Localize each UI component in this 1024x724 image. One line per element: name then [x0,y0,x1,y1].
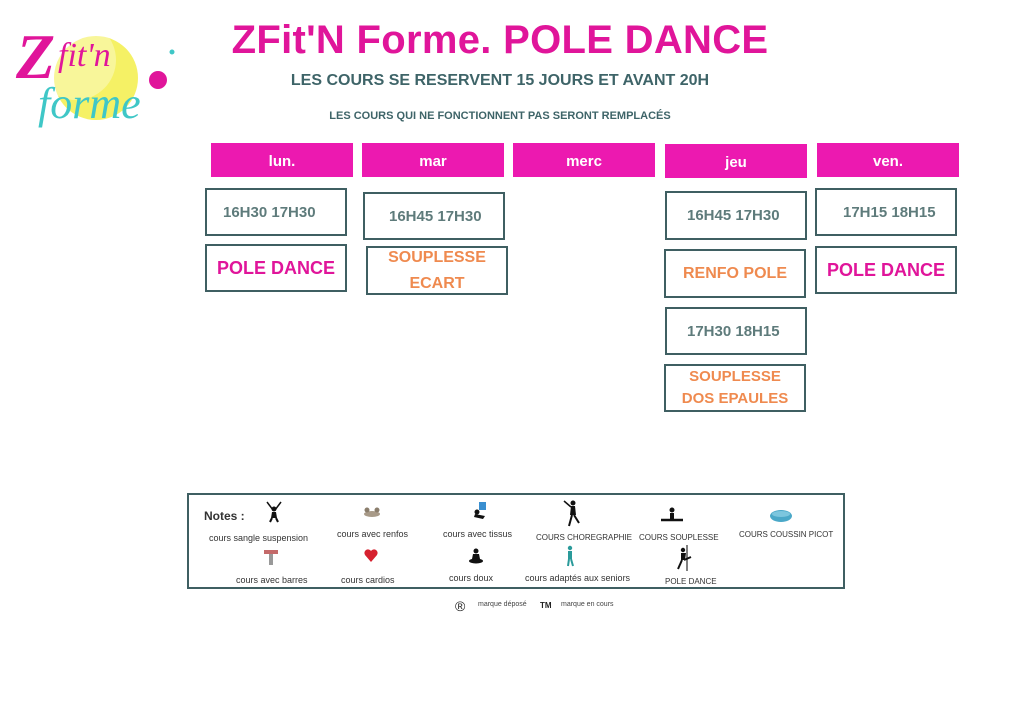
time-label: 16H30 17H30 [223,203,316,221]
day-header-thursday: jeu [665,144,807,178]
class-label-line1: SOUPLESSE [689,367,781,385]
registered-symbol: ® [455,598,466,614]
svg-text:Z: Z [15,21,55,92]
tuesday-class: SOUPLESSE ECART [366,246,508,295]
friday-class: POLE DANCE [815,246,957,294]
friday-time-slot: 17H15 18H15 [815,188,957,236]
notes-title: Notes : [204,509,245,523]
thursday-time-slot-1: 16H45 17H30 [665,191,807,240]
monday-time-slot: 16H30 17H30 [205,188,347,236]
note-label-barres: cours avec barres [236,575,308,585]
senior-icon [567,545,574,567]
heart-icon [364,549,378,562]
thursday-class-1: RENFO POLE [664,249,806,298]
zfitn-forme-logo: Z fit'n forme [15,20,175,128]
thursday-class-2: SOUPLESSE DOS EPAULES [664,364,806,412]
day-header-monday: lun. [211,143,353,177]
svg-text:forme: forme [38,79,141,128]
note-label-souplesse: COURS SOUPLESSE [639,533,719,542]
coussin-icon [770,510,792,522]
suspension-icon [266,501,282,523]
pole-dance-icon [677,545,692,571]
note-label-suspension: cours sangle suspension [209,533,309,543]
souplesse-icon [661,507,683,522]
time-label: 16H45 17H30 [687,207,780,224]
time-label: 17H30 18H15 [687,322,780,340]
class-label: RENFO POLE [682,264,787,282]
note-label-choregraphie: COURS CHOREGRAPHIE [536,533,633,542]
page-title: ZFit'N Forme. POLE DANCE [231,18,769,62]
meditation-icon [469,548,483,564]
class-label-line2: DOS EPAULES [681,390,789,407]
class-label-line2: ECART [409,274,465,292]
day-header-friday: ven. [817,143,959,177]
tissus-icon [474,502,486,519]
time-label: 16H45 17H30 [389,207,482,225]
note-label-seniors: cours adaptés aux seniors [525,573,631,583]
trademark-symbol: TM [540,601,552,610]
class-label-line1: SOUPLESSE [388,248,486,266]
notes-legend: Notes : cours sangle suspension cours av… [187,493,845,589]
trademark-text: marque en cours [561,601,614,608]
note-label-coussin: COURS COUSSIN PICOT [739,530,834,539]
note-label-pole-dance: POLE DANCE [665,577,717,586]
note-label-cardios: cours cardios [341,575,395,585]
registered-text: marque déposé [478,601,527,608]
svg-text:fit'n: fit'n [58,37,111,74]
note-label-renfos: cours avec renfos [337,529,409,539]
tuesday-time-slot: 16H45 17H30 [363,192,505,240]
thursday-time-slot-2: 17H30 18H15 [665,307,807,355]
monday-class: POLE DANCE [205,244,347,292]
class-label: POLE DANCE [826,259,945,280]
barres-icon [264,550,278,565]
time-label: 17H15 18H15 [843,203,936,221]
choregraphie-icon [563,500,580,527]
class-label: POLE DANCE [216,257,335,278]
replacement-note: LES COURS QUI NE FONCTIONNENT PAS SERONT… [329,110,671,122]
day-header-wednesday: merc [513,143,655,177]
renfo-icon [364,507,380,517]
note-label-doux: cours doux [449,573,494,583]
day-header-tuesday: mar [362,143,504,177]
note-label-tissus: cours avec tissus [443,529,513,539]
booking-rule: LES COURS SE RESERVENT 15 JOURS ET AVANT… [290,72,710,89]
